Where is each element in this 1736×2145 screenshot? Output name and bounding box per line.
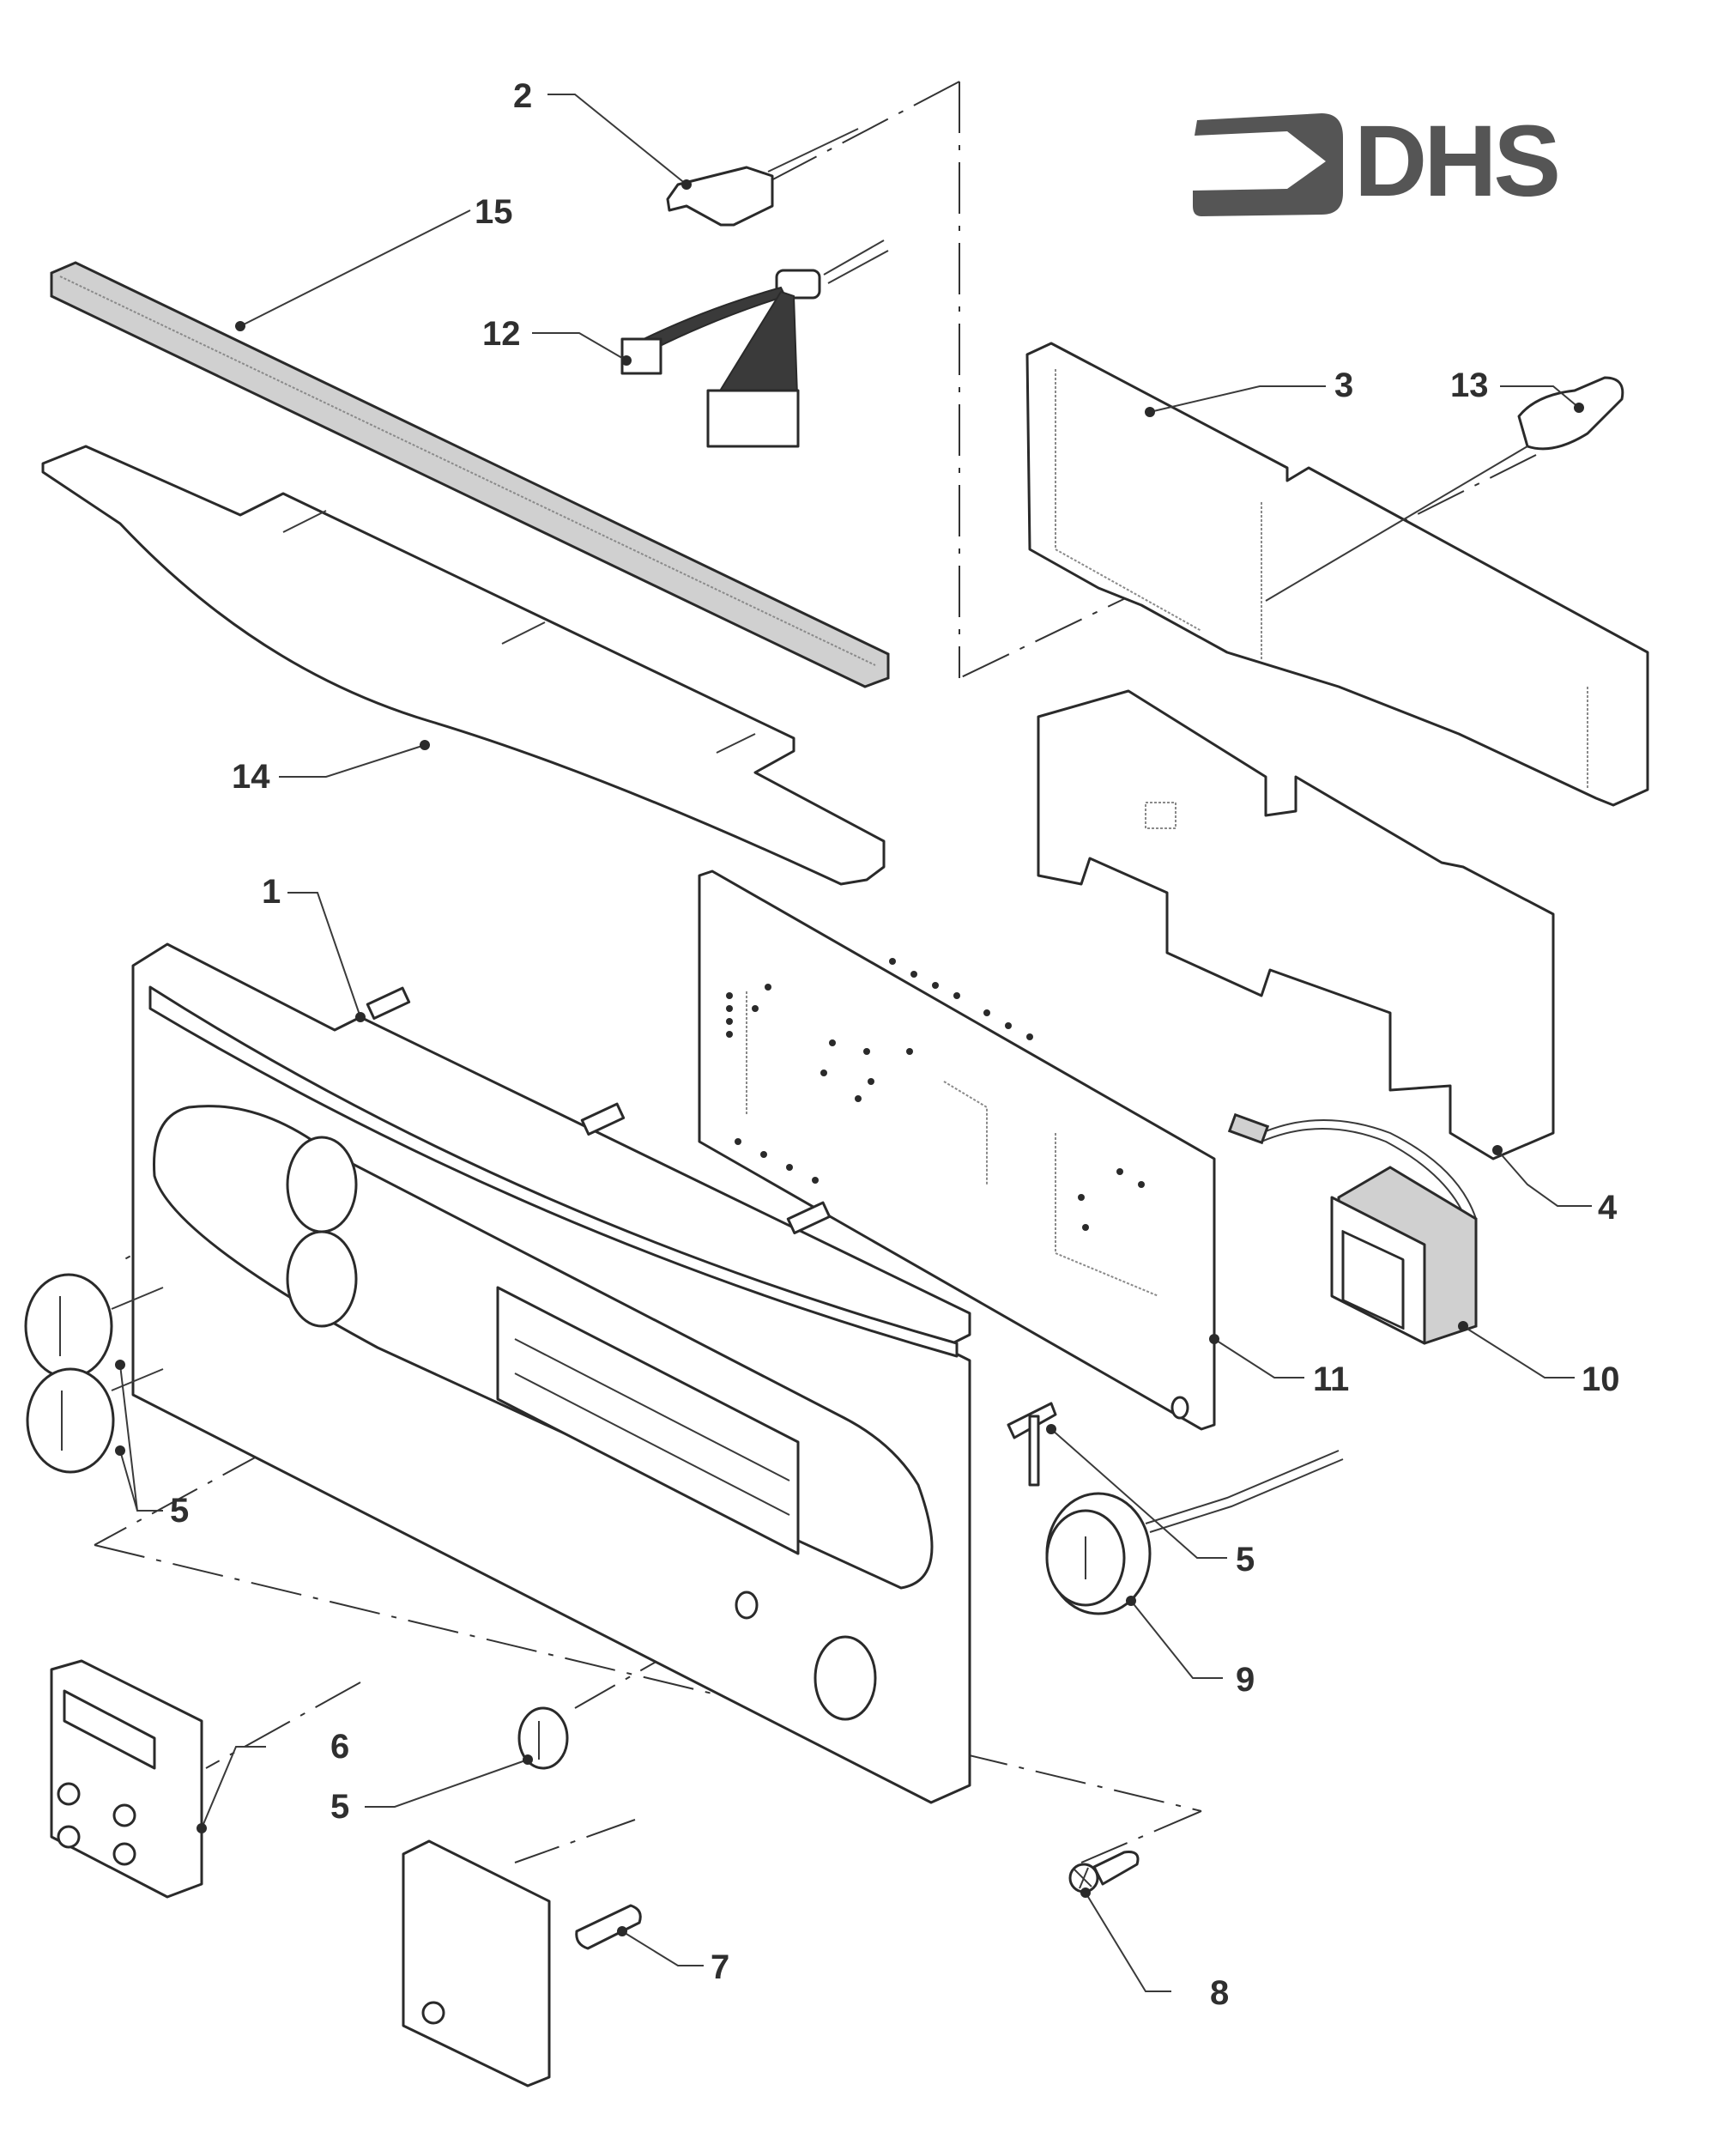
harness-sleeve — [775, 269, 821, 300]
knob-shaft — [111, 1287, 164, 1391]
rear-cover-lower-body — [1037, 689, 1555, 1160]
gauge-capillary — [1145, 1450, 1344, 1533]
callout-2: 2 — [513, 77, 532, 115]
transformer-wires — [1261, 1119, 1477, 1224]
part-pressure-gauge — [1045, 1450, 1344, 1615]
callout-11: 11 — [1313, 1360, 1349, 1398]
fascia-tab — [366, 986, 411, 1020]
callout-3: 3 — [1334, 367, 1353, 404]
part-rear-cover-lower — [1037, 689, 1555, 1160]
pcb-trace — [746, 991, 1159, 1297]
rear-cover-upper-body — [1025, 342, 1649, 807]
callout-14: 14 — [232, 758, 270, 796]
callout-9: 9 — [1236, 1661, 1255, 1699]
trim-strip-tab — [501, 621, 546, 645]
indicator-aperture — [421, 2001, 445, 2025]
part-switch-connector — [666, 128, 859, 227]
control-knob-center — [517, 1706, 569, 1770]
callout-8: 8 — [1210, 1974, 1229, 2012]
callout-labels: 2 15 12 3 13 14 1 4 10 11 5 9 5 6 5 7 8 — [170, 77, 1620, 2012]
axis-line — [767, 81, 960, 183]
gauge-clip-leg — [1028, 1415, 1040, 1487]
part-seal-channel — [50, 261, 890, 688]
callout-leaders — [119, 94, 1592, 1992]
rear-cover-lower-window — [1145, 802, 1176, 829]
callout-15: 15 — [475, 193, 513, 231]
programmer-button — [57, 1825, 81, 1849]
knob-aperture — [735, 1591, 759, 1620]
callout-5-knobs: 5 — [170, 1492, 189, 1530]
axis-line — [1080, 1810, 1202, 1863]
pcb-mount-hole — [1170, 1396, 1189, 1420]
knob-socket-lower — [286, 1230, 358, 1328]
logo-text: DHS — [1354, 105, 1558, 218]
gauge-aperture — [814, 1635, 877, 1721]
callout-5-center: 5 — [330, 1788, 349, 1826]
transformer-connector — [1227, 1112, 1270, 1145]
part-fixing-screw — [1068, 1851, 1140, 1894]
switch-connector-cable — [767, 128, 859, 173]
callout-6: 6 — [330, 1728, 349, 1766]
callout-1: 1 — [262, 873, 281, 911]
indicator-lens — [575, 1904, 642, 1950]
programmer-button — [112, 1842, 136, 1866]
callout-10: 10 — [1582, 1360, 1620, 1398]
arrow-bracket-icon — [1193, 113, 1343, 216]
dhs-logo: DHS — [1193, 105, 1561, 218]
control-knob-upper — [24, 1273, 113, 1379]
fascia-tab — [786, 1201, 832, 1234]
harness-connector-large — [706, 389, 800, 448]
callout-13: 13 — [1450, 367, 1489, 404]
fascia-tab — [580, 1102, 626, 1136]
part-trim-strip — [41, 445, 886, 886]
programmer-button — [57, 1782, 81, 1806]
cable-clip-line — [1265, 445, 1528, 602]
part-programmer — [50, 1659, 203, 1899]
callout-12: 12 — [482, 315, 521, 353]
screw-cross — [1074, 1867, 1092, 1889]
trim-strip-tab — [282, 510, 327, 533]
callout-5-gauge-clip: 5 — [1236, 1541, 1255, 1578]
control-knob-lower — [26, 1367, 115, 1474]
part-rear-cover-upper — [1025, 342, 1649, 807]
switch-connector-body — [666, 166, 774, 227]
callout-7: 7 — [711, 1948, 729, 1986]
knob-socket-upper — [286, 1136, 358, 1233]
front-fascia-curve — [148, 985, 959, 1358]
part-wiring-harness — [620, 239, 889, 448]
part-transformer — [1227, 1112, 1478, 1345]
programmer-button — [112, 1803, 136, 1827]
axis-line — [514, 1819, 636, 1863]
indicator-module-body — [402, 1839, 551, 2087]
callout-4: 4 — [1598, 1189, 1618, 1227]
trim-strip-body — [41, 445, 886, 886]
harness-cable — [823, 239, 889, 284]
part-cable-clip — [1265, 376, 1624, 602]
trim-strip-tab — [716, 733, 756, 754]
screw-shank — [1092, 1851, 1140, 1886]
display-rib — [514, 1338, 790, 1516]
seal-channel-groove — [59, 276, 876, 666]
programmer-screen — [63, 1689, 156, 1770]
display-window — [496, 1286, 800, 1555]
cable-clip-body — [1517, 376, 1624, 451]
pcb-components — [726, 958, 1145, 1231]
axis-line — [94, 1544, 1202, 1812]
part-front-fascia — [131, 942, 971, 1804]
seal-channel-body — [50, 261, 890, 688]
pcb-board-body — [698, 870, 1216, 1431]
axis-line — [205, 1681, 361, 1769]
part-pcb-board — [698, 870, 1216, 1431]
callout-dots — [115, 179, 1584, 1936]
rear-cover-upper-inner — [1055, 369, 1588, 790]
part-indicator-module — [402, 1839, 642, 2087]
transformer-plate — [1341, 1230, 1405, 1330]
part-control-knobs — [24, 1273, 1057, 1770]
